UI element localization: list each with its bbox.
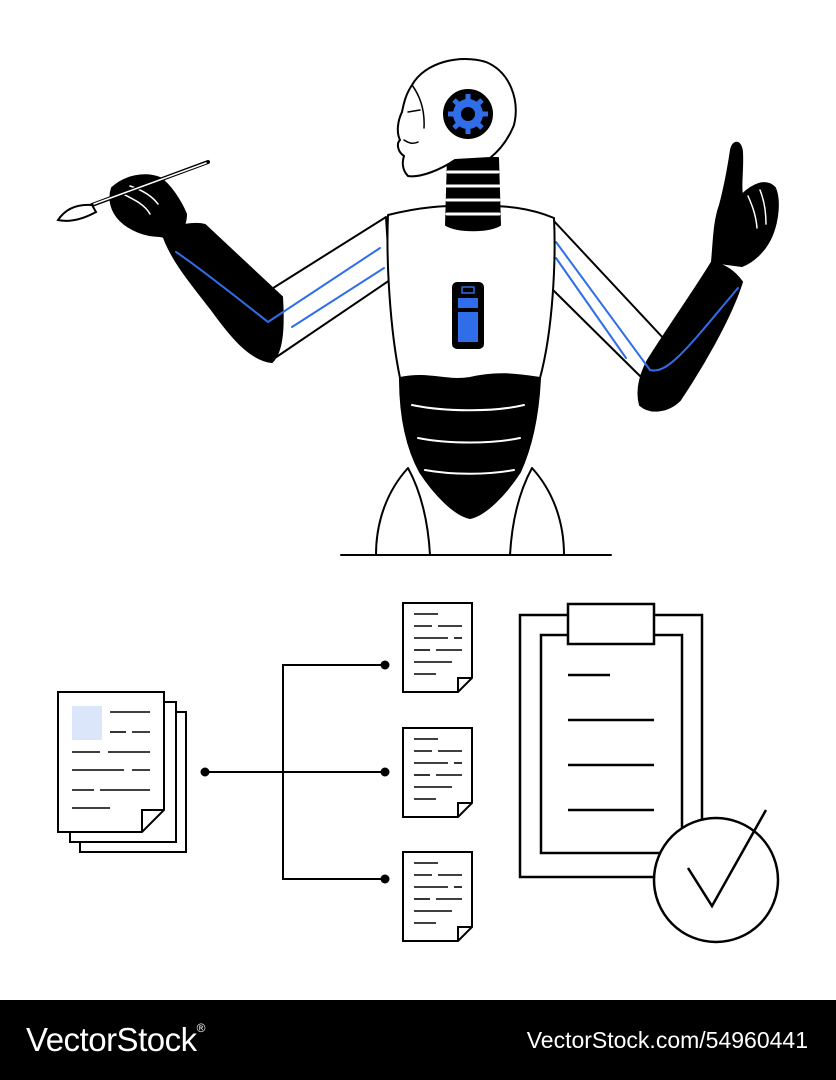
vectorstock-brand: VectorStock® <box>26 1021 205 1059</box>
robot-right-upper-arm <box>552 219 666 377</box>
robot-left-leg <box>375 467 431 556</box>
robot-abdomen <box>399 373 541 519</box>
document-stack-icon <box>57 691 187 853</box>
flow-connectors <box>200 660 390 884</box>
robot-right-leg <box>509 467 565 556</box>
robot-left-upper-arm <box>263 216 391 361</box>
robot-right-forearm <box>637 261 743 412</box>
gear-icon <box>443 89 493 139</box>
robot-face-features <box>403 84 425 145</box>
battery-icon <box>452 282 484 349</box>
stock-id: VectorStock.com/54960441 <box>526 1026 808 1053</box>
paintbrush-icon <box>56 160 210 222</box>
checkmark-circle-icon <box>652 809 780 944</box>
robot-pointing-hand <box>711 141 779 267</box>
robot-abdomen-lines <box>411 404 525 475</box>
document-icon <box>402 602 473 693</box>
brand-mark: ® <box>196 1021 206 1035</box>
robot-right-arm-accent-2 <box>555 257 627 359</box>
footer-bar: VectorStock® VectorStock.com/54960441 <box>0 1000 836 1080</box>
robot-brush-hand-lines <box>124 185 159 215</box>
brand-name: VectorStock <box>26 1021 197 1058</box>
document-icon <box>402 851 473 942</box>
robot-neck <box>445 157 501 232</box>
robot-left-arm-accent <box>175 247 381 323</box>
illustration <box>56 58 780 944</box>
document-icon <box>402 727 473 818</box>
robot-left-arm-accent-2 <box>291 267 385 328</box>
robot-right-arm-accent <box>555 241 739 372</box>
robot-neck-stripes <box>445 170 501 216</box>
clipboard-icon <box>518 602 704 879</box>
robot-figure <box>109 58 779 556</box>
robot-left-forearm <box>161 222 284 363</box>
robot-finger-lines <box>747 189 767 229</box>
